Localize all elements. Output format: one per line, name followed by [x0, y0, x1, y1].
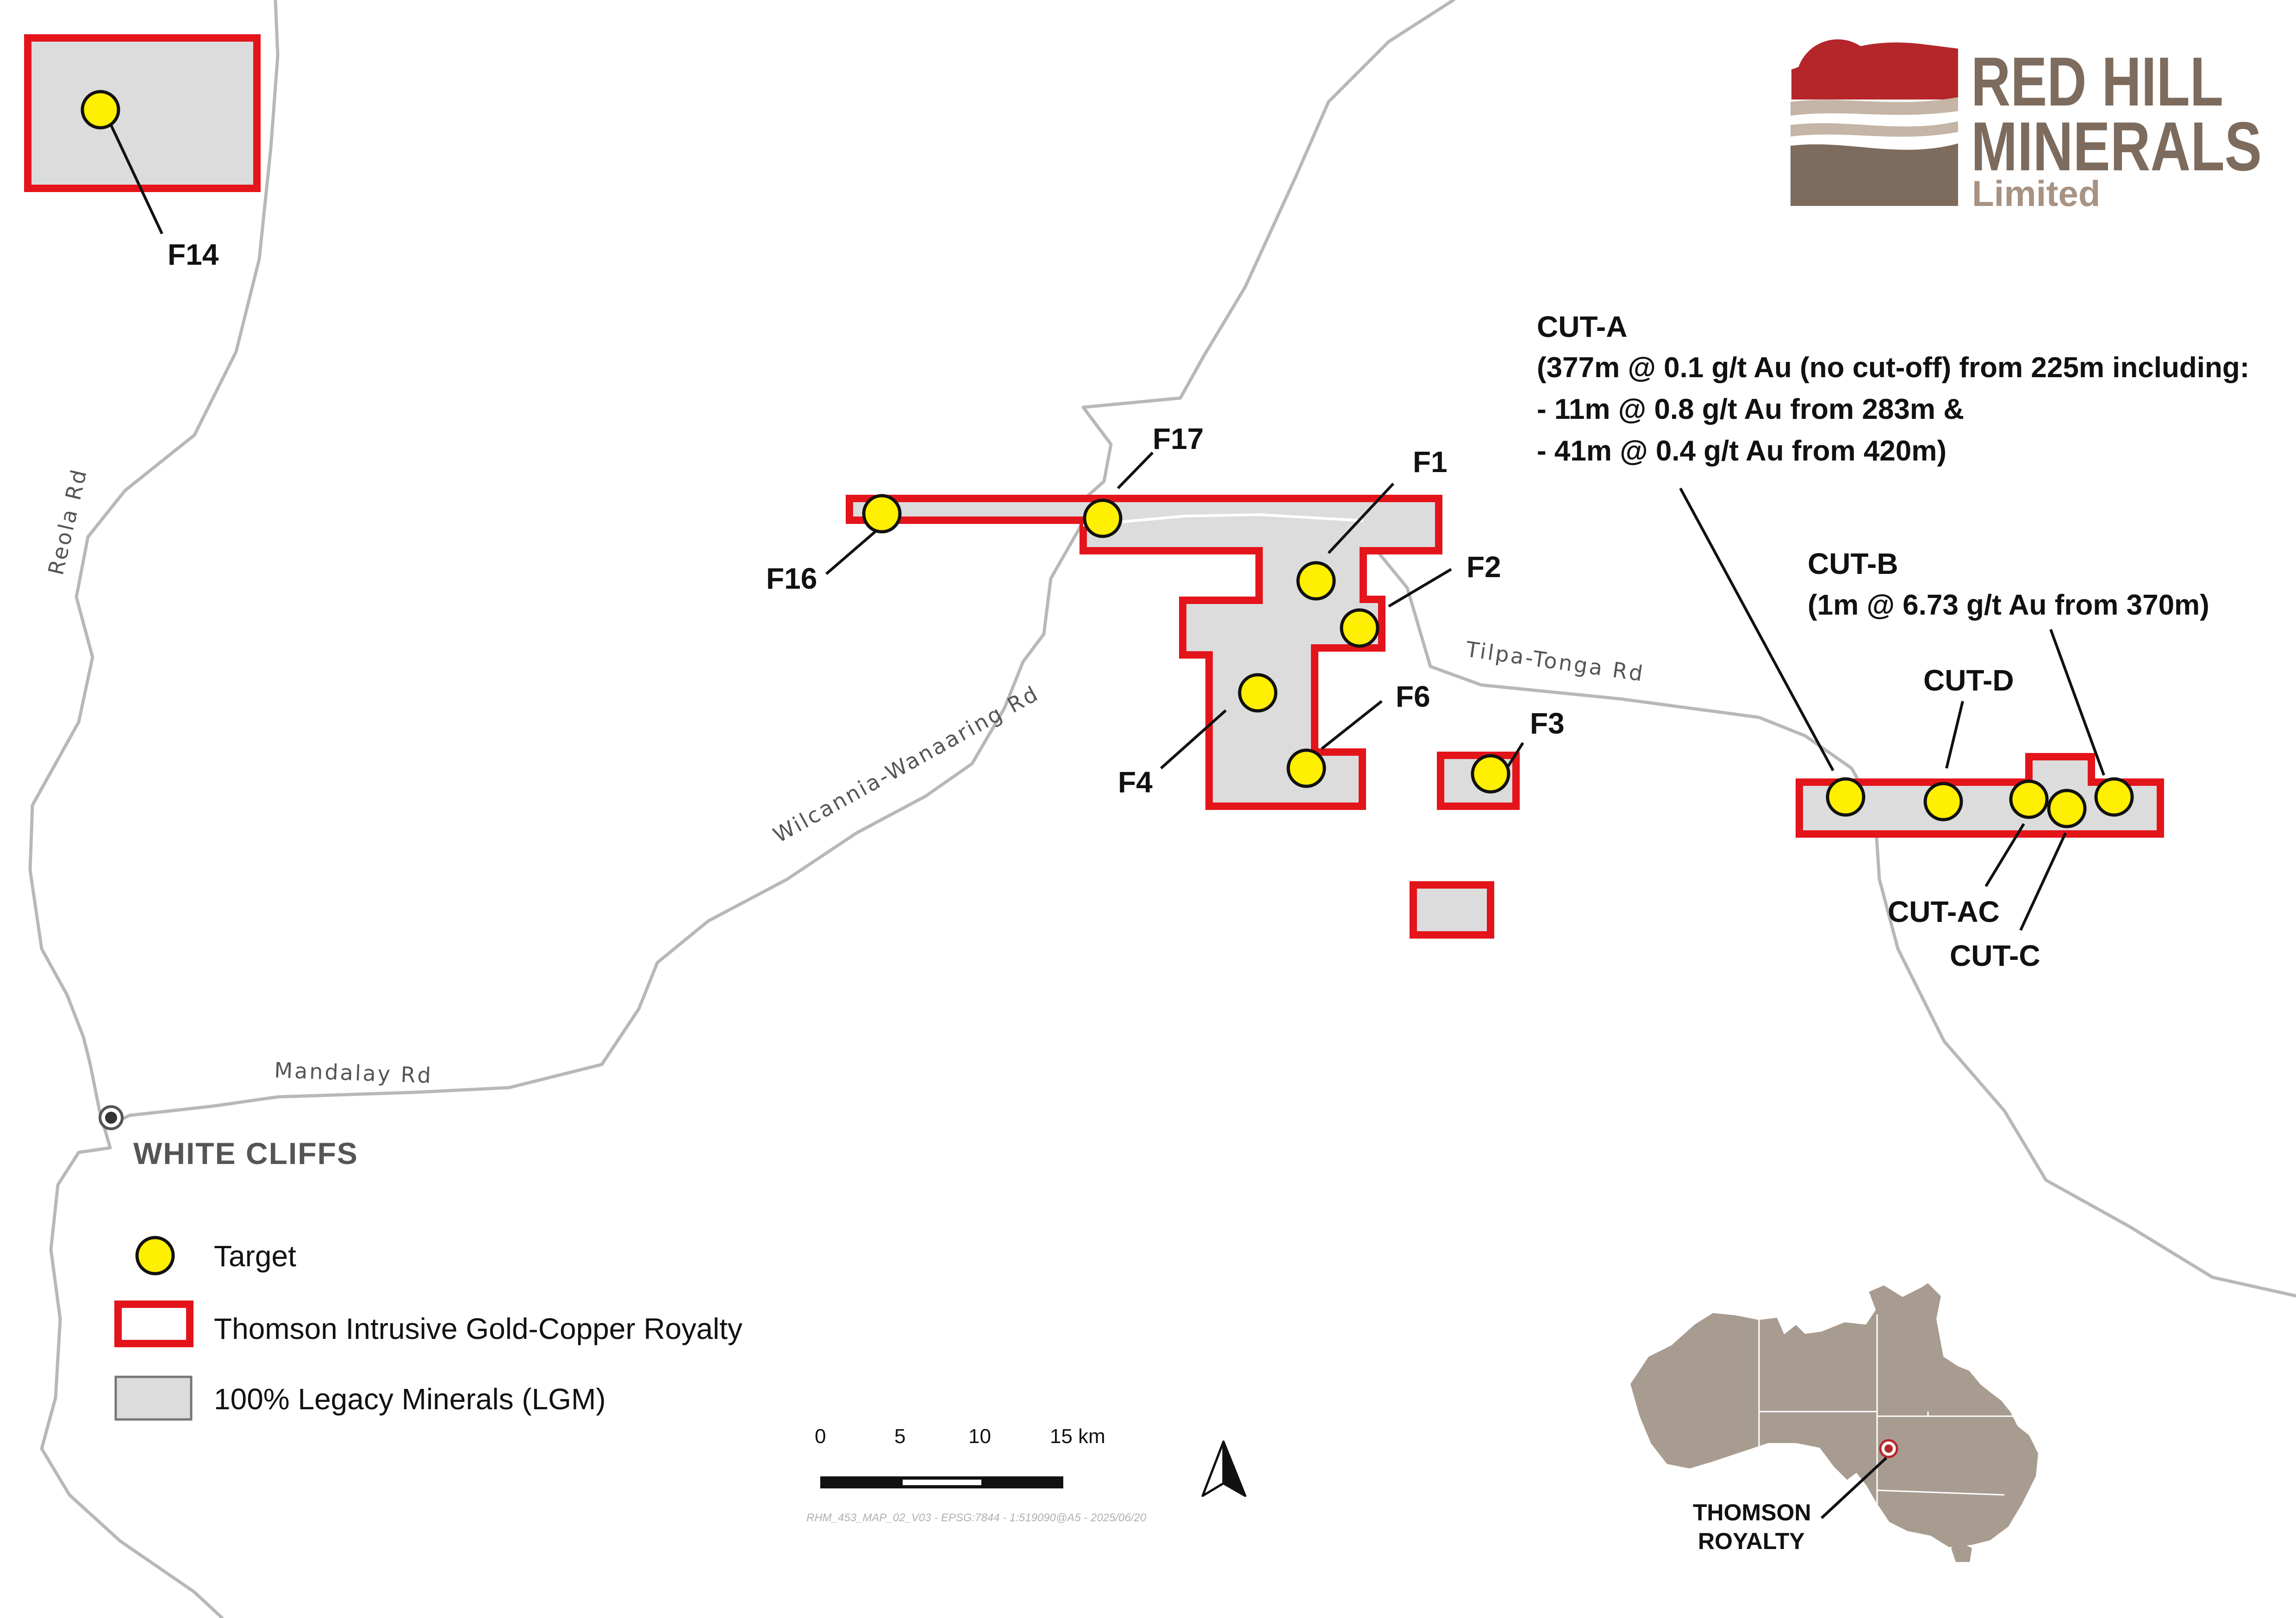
- cut-a-result-line-2: - 11m @ 0.8 g/t Au from 283m &: [1537, 393, 1964, 425]
- label-f6: F6: [1396, 680, 1430, 713]
- targets: [81, 90, 2134, 828]
- australia-outline-icon: [1628, 1281, 2040, 1550]
- label-f4: F4: [1118, 765, 1153, 799]
- legend-legacy-icon: [114, 1375, 193, 1421]
- town-name: WHITE CLIFFS: [133, 1136, 358, 1170]
- label-cut-d: CUT-D: [1923, 664, 2014, 697]
- town-marker-dot: [105, 1112, 117, 1124]
- label-f16: F16: [766, 562, 817, 595]
- cut-a-result-line-3: - 41m @ 0.4 g/t Au from 420m): [1537, 435, 1947, 467]
- tenement-south: [1410, 881, 1494, 939]
- leader-f14: [107, 119, 163, 235]
- leader-cut-d: [1945, 701, 1964, 769]
- label-f14: F14: [168, 238, 219, 271]
- target-f14: [81, 90, 120, 130]
- scale-tick-15: 15 km: [1050, 1425, 1105, 1448]
- road-label-mandalay: Mandalay Rd: [274, 1058, 433, 1088]
- label-f2: F2: [1466, 550, 1501, 584]
- leader-cut-ac: [1984, 823, 2025, 887]
- company-logo: RED HILL MINERALS Limited: [1791, 39, 2262, 214]
- leader-cut-a: [1679, 487, 1834, 772]
- road-reola: [28, 0, 280, 1618]
- target-cut-a: [1826, 777, 1866, 817]
- tenement-f14: [24, 34, 261, 192]
- leader-f6: [1321, 700, 1383, 750]
- scale-bar: 0 5 10 15 km: [815, 1425, 1105, 1488]
- tasmania-icon: [1951, 1541, 1972, 1562]
- road-north-branch: [1081, 0, 1455, 502]
- cut-a-result-line-1: (377m @ 0.1 g/t Au (no cut-off) from 225…: [1537, 352, 2249, 384]
- target-cut-b: [2094, 777, 2134, 817]
- label-cut-b: CUT-B: [1808, 547, 1898, 580]
- logo-line-2: MINERALS: [1971, 107, 2262, 185]
- cut-b-result: (1m @ 6.73 g/t Au from 370m): [1808, 589, 2209, 621]
- inset-label-line-1: THOMSON: [1693, 1500, 1811, 1525]
- target-labels: F14 F16 F17 F1 F2 F4 F6 F3 CUT-A CUT-B C…: [168, 238, 2040, 972]
- target-f1: [1296, 561, 1336, 601]
- leader-f17: [1117, 451, 1154, 490]
- target-f3: [1471, 754, 1510, 794]
- target-cut-ac: [2009, 779, 2049, 819]
- drill-annotations: (377m @ 0.1 g/t Au (no cut-off) from 225…: [1537, 352, 2249, 621]
- leader-cut-c: [2019, 832, 2067, 931]
- logo-hills-icon: [1791, 39, 1958, 206]
- target-cut-c: [2047, 789, 2087, 828]
- scale-tick-5: 5: [894, 1425, 905, 1448]
- leader-f16: [825, 529, 878, 575]
- map-credit: RHM_453_MAP_02_V03 - EPSG:7844 - 1:51909…: [806, 1512, 1147, 1524]
- target-f2: [1340, 608, 1379, 648]
- legend-royalty-label: Thomson Intrusive Gold-Copper Royalty: [214, 1312, 742, 1345]
- logo-line-1: RED HILL: [1971, 43, 2223, 120]
- leader-f2: [1388, 568, 1452, 608]
- leader-f1: [1327, 482, 1395, 554]
- road-label-tilpa: Tilpa-Tonga Rd: [1464, 636, 1646, 686]
- leader-lines: [107, 119, 2105, 931]
- inset-label-line-2: ROYALTY: [1698, 1528, 1805, 1554]
- label-f3: F3: [1530, 707, 1565, 740]
- tenement-main-interior-edge: [1083, 513, 1364, 527]
- target-f4: [1238, 673, 1278, 713]
- scale-tick-0: 0: [815, 1425, 826, 1448]
- scale-bar-white-segment: [903, 1480, 981, 1485]
- legend-target-icon: [135, 1236, 175, 1276]
- north-arrow-icon: [1201, 1440, 1247, 1497]
- legend-legacy-label: 100% Legacy Minerals (LGM): [214, 1382, 606, 1416]
- legend-target-label: Target: [214, 1239, 296, 1273]
- inset-australia: THOMSON ROYALTY: [1628, 1281, 2040, 1562]
- leader-thomson-royalty: [1820, 1456, 1888, 1519]
- scale-tick-10: 10: [968, 1425, 991, 1448]
- label-cut-ac: CUT-AC: [1888, 895, 2000, 928]
- leader-f4: [1160, 709, 1227, 770]
- legend-royalty-icon: [114, 1301, 193, 1347]
- road-label-wilcannia: Wilcannia-Wanaaring Rd: [769, 680, 1043, 847]
- legend: Target Thomson Intrusive Gold-Copper Roy…: [114, 1236, 742, 1421]
- target-f6: [1286, 748, 1326, 788]
- town-white-cliffs: WHITE CLIFFS: [99, 1105, 358, 1170]
- target-cut-d: [1923, 782, 1963, 821]
- logo-line-3: Limited: [1972, 173, 2100, 214]
- state-borders: [1758, 1314, 2028, 1504]
- label-cut-c: CUT-C: [1950, 939, 2040, 972]
- tenement-main: [846, 495, 1442, 810]
- target-f16: [862, 494, 902, 534]
- leader-cut-b: [2049, 629, 2105, 776]
- label-f17: F17: [1153, 422, 1204, 455]
- tenements: [24, 34, 2164, 939]
- target-f17: [1083, 498, 1123, 538]
- label-f1: F1: [1413, 445, 1447, 479]
- label-cut-a: CUT-A: [1537, 310, 1628, 343]
- thomson-royalty-marker-dot: [1884, 1444, 1893, 1453]
- road-wilcannia-wanaaring: [108, 512, 1090, 1126]
